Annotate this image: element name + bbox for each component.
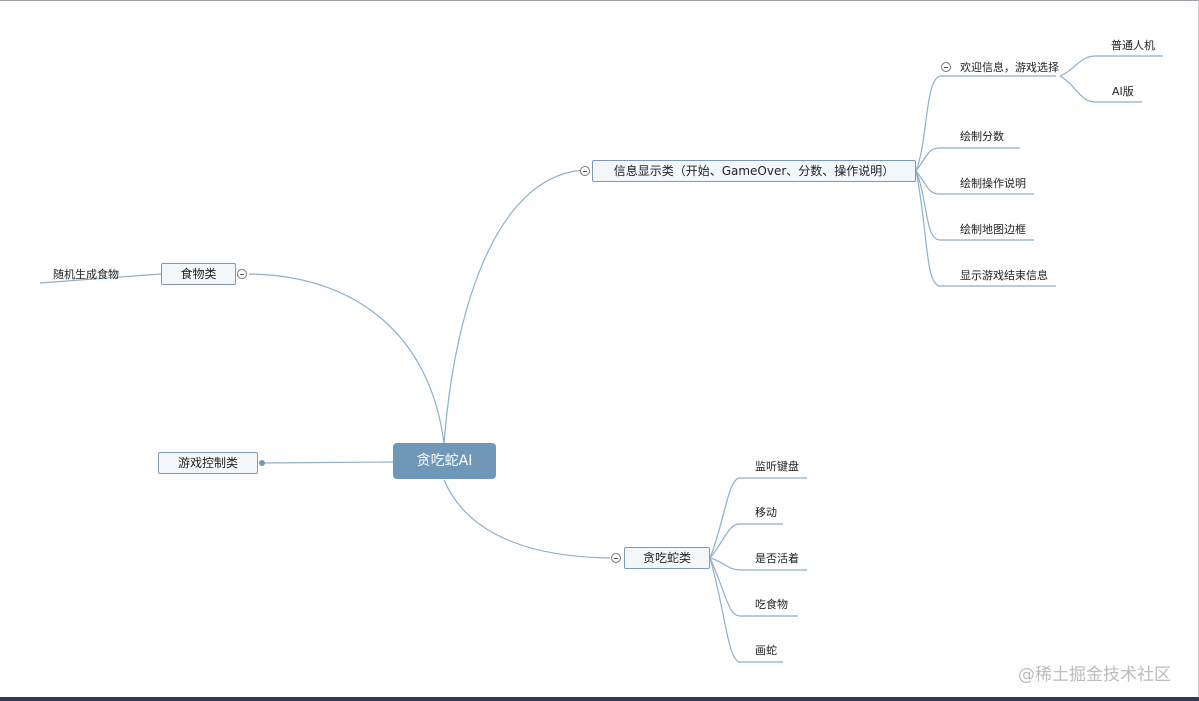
connector-snake-eat <box>709 557 798 617</box>
connector-food-random <box>39 273 162 284</box>
food-collapse-icon[interactable] <box>237 269 247 279</box>
connector-root-control <box>261 461 394 464</box>
snake-child-move[interactable]: 移动 <box>755 506 777 519</box>
info-child-gameover[interactable]: 显示游戏结束信息 <box>960 269 1048 282</box>
window-top-border <box>0 0 1199 1</box>
watermark-text: @稀土掘金技术社区 <box>1018 665 1171 685</box>
info-child-welcome[interactable]: 欢迎信息，游戏选择 <box>960 61 1059 74</box>
connector-welcome-normal <box>1059 55 1163 77</box>
welcome-child-normal[interactable]: 普通人机 <box>1111 39 1155 52</box>
connector-snake-keyboard <box>709 477 807 559</box>
welcome-child-ai[interactable]: AI版 <box>1112 85 1134 98</box>
snake-child-keyboard[interactable]: 监听键盘 <box>755 460 799 473</box>
connector-snake-move <box>709 523 783 559</box>
connector-snake-draw <box>709 557 783 663</box>
info-display-node[interactable]: 信息显示类（开始、GameOver、分数、操作说明） <box>592 160 916 182</box>
snake-child-eat[interactable]: 吃食物 <box>755 598 788 611</box>
connector-info-welcome <box>915 75 1056 172</box>
connector-snake-alive <box>709 557 807 571</box>
snake-child-alive[interactable]: 是否活着 <box>755 552 799 565</box>
info-child-help[interactable]: 绘制操作说明 <box>960 177 1026 190</box>
root-node[interactable]: 贪吃蛇AI <box>393 443 496 479</box>
connector-info-gameover <box>915 170 1056 287</box>
welcome-collapse-icon[interactable] <box>941 62 951 72</box>
snake-node[interactable]: 贪吃蛇类 <box>624 547 710 569</box>
snake-child-draw[interactable]: 画蛇 <box>755 644 777 657</box>
connector-info-border <box>915 170 1034 241</box>
info-child-border[interactable]: 绘制地图边框 <box>960 223 1026 236</box>
snake-collapse-icon[interactable] <box>611 553 621 563</box>
control-connector-dot <box>259 460 265 466</box>
connector-root-food <box>248 273 445 445</box>
connector-info-score <box>915 147 1020 172</box>
info-collapse-icon[interactable] <box>580 166 590 176</box>
connector-welcome-ai <box>1059 75 1142 103</box>
food-child-random[interactable]: 随机生成食物 <box>53 268 119 281</box>
connector-root-snake <box>443 479 611 559</box>
info-child-score[interactable]: 绘制分数 <box>960 130 1004 143</box>
bottom-taskbar-strip <box>0 697 1199 701</box>
game-control-node[interactable]: 游戏控制类 <box>158 452 258 474</box>
food-node[interactable]: 食物类 <box>161 263 236 285</box>
connector-root-info <box>443 169 588 445</box>
connector-info-help <box>915 170 1034 195</box>
